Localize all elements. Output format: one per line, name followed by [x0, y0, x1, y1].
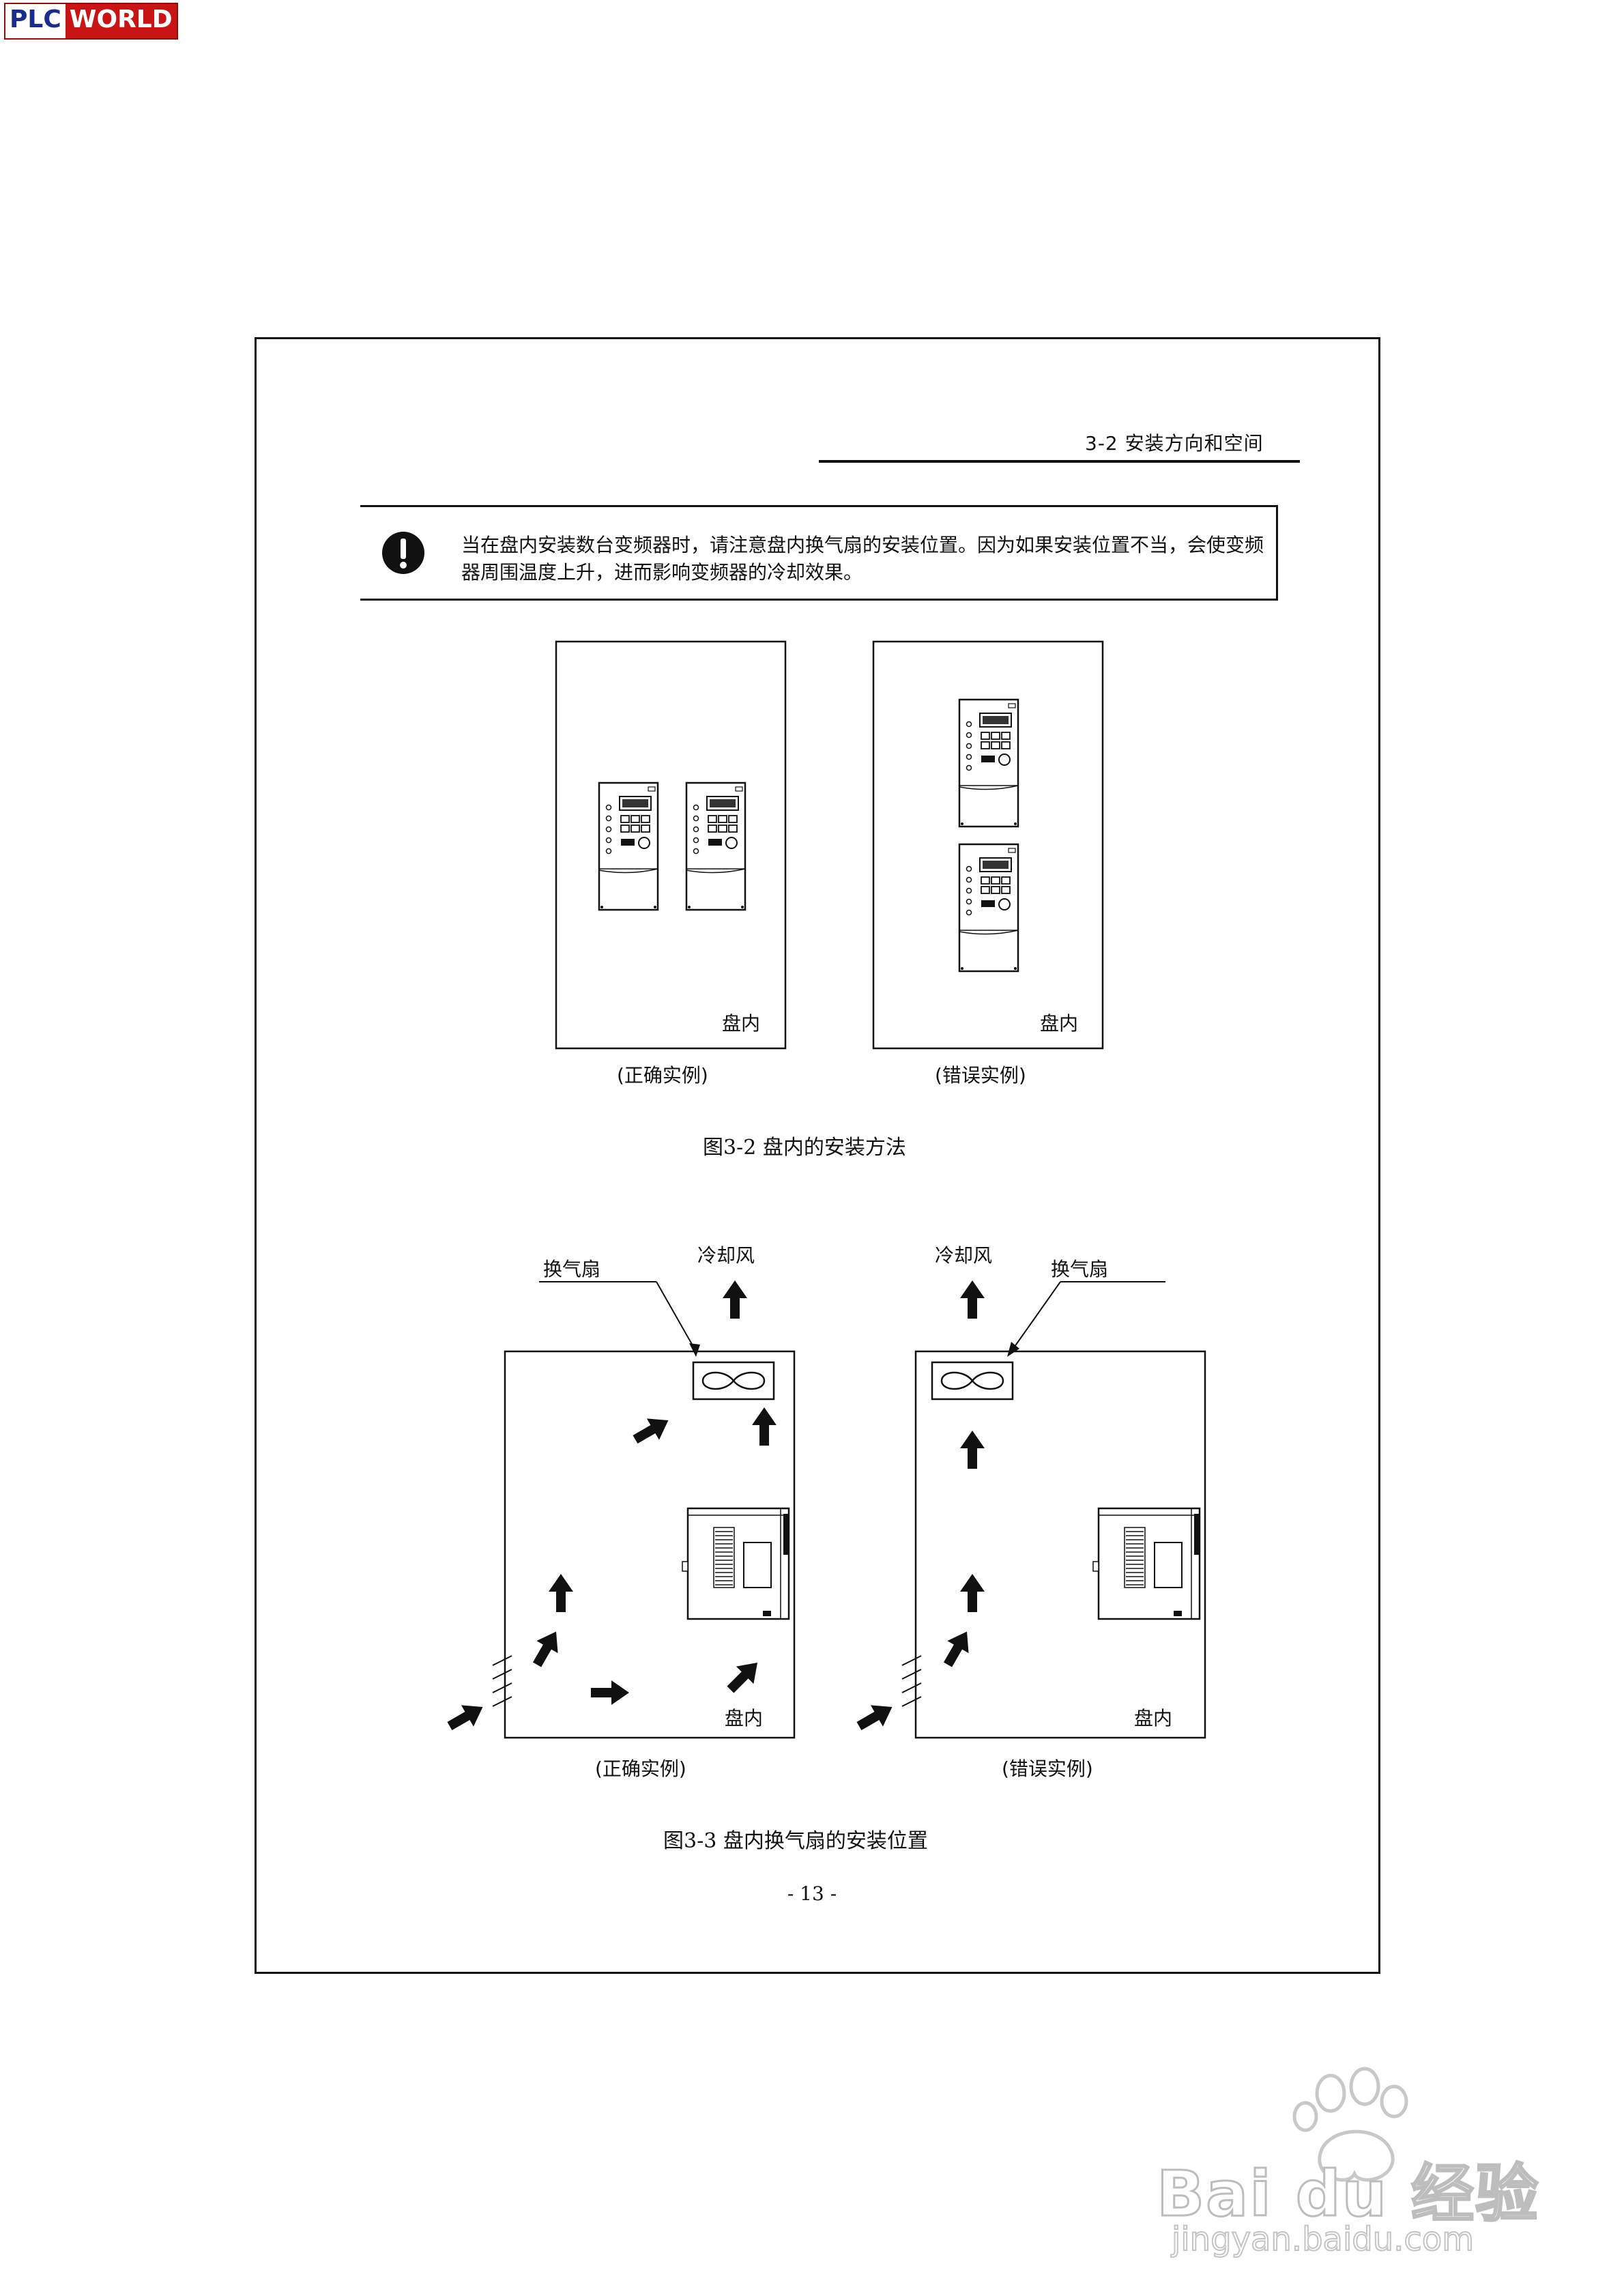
fig1-caption-right: (错误实例)	[935, 1064, 1026, 1087]
drive-left-b	[685, 781, 746, 911]
fig2-fan-label-left: 换气扇	[543, 1258, 601, 1280]
fig2-caption-right: (错误实例)	[1002, 1757, 1093, 1780]
notice-text: 当在盘内安装数台变频器时，请注意盘内换气扇的安装位置。因为如果安装位置不当，会使…	[461, 534, 1264, 584]
watermark-brand: Bai du 经验	[1155, 2157, 1540, 2232]
plcworld-logo: PLC WORLD	[4, 3, 178, 40]
panel-correct	[555, 640, 787, 1050]
exclamation-icon	[382, 532, 424, 574]
drive-side-wrong	[1092, 1507, 1201, 1620]
fig1-caption-left: (正确实例)	[617, 1064, 708, 1087]
drive-right-top	[958, 698, 1019, 828]
fig2-cool-label-right: 冷却风	[935, 1244, 993, 1267]
page-frame	[255, 337, 1380, 1974]
watermark-url: jingyan.baidu.com	[1171, 2220, 1475, 2259]
cool-air-arrow-right	[960, 1280, 985, 1319]
fan-wrong	[931, 1361, 1014, 1401]
cool-air-arrow-left	[723, 1280, 747, 1319]
figure-3-3-diagram	[443, 1280, 1206, 1739]
section-rule	[819, 460, 1300, 463]
fig2-panel-label-right: 盘内	[1134, 1707, 1173, 1730]
page-number: - 13 -	[787, 1882, 837, 1905]
fig2-cool-label-left: 冷却风	[697, 1244, 755, 1267]
drive-side-correct	[681, 1507, 790, 1620]
baidu-watermark: Bai du 经验 jingyan.baidu.com	[1155, 2058, 1540, 2263]
notice-box: 当在盘内安装数台变频器时，请注意盘内换气扇的安装位置。因为如果安装位置不当，会使…	[360, 505, 1278, 601]
fig1-panel-label-left: 盘内	[722, 1012, 761, 1035]
logo-plc: PLC	[5, 4, 66, 38]
panel-wrong-fan	[914, 1350, 1206, 1739]
drive-right-bottom	[958, 843, 1019, 973]
fan-correct	[692, 1361, 775, 1401]
panel-correct-fan	[504, 1350, 796, 1739]
fig2-title: 图3-3 盘内换气扇的安装位置	[663, 1829, 928, 1853]
fig2-fan-label-right: 换气扇	[1051, 1258, 1109, 1280]
fig2-caption-left: (正确实例)	[595, 1757, 686, 1780]
section-header: 3-2 安装方向和空间	[1085, 432, 1264, 455]
fig1-panel-label-right: 盘内	[1040, 1012, 1079, 1035]
logo-world: WORLD	[65, 4, 177, 38]
baidu-paw-icon	[1292, 2067, 1408, 2182]
figure-3-2-diagram	[555, 640, 1104, 1050]
fig2-panel-label-left: 盘内	[725, 1707, 764, 1730]
fig1-title: 图3-2 盘内的安装方法	[703, 1136, 906, 1160]
drive-left-a	[598, 781, 659, 911]
panel-wrong	[872, 640, 1104, 1050]
